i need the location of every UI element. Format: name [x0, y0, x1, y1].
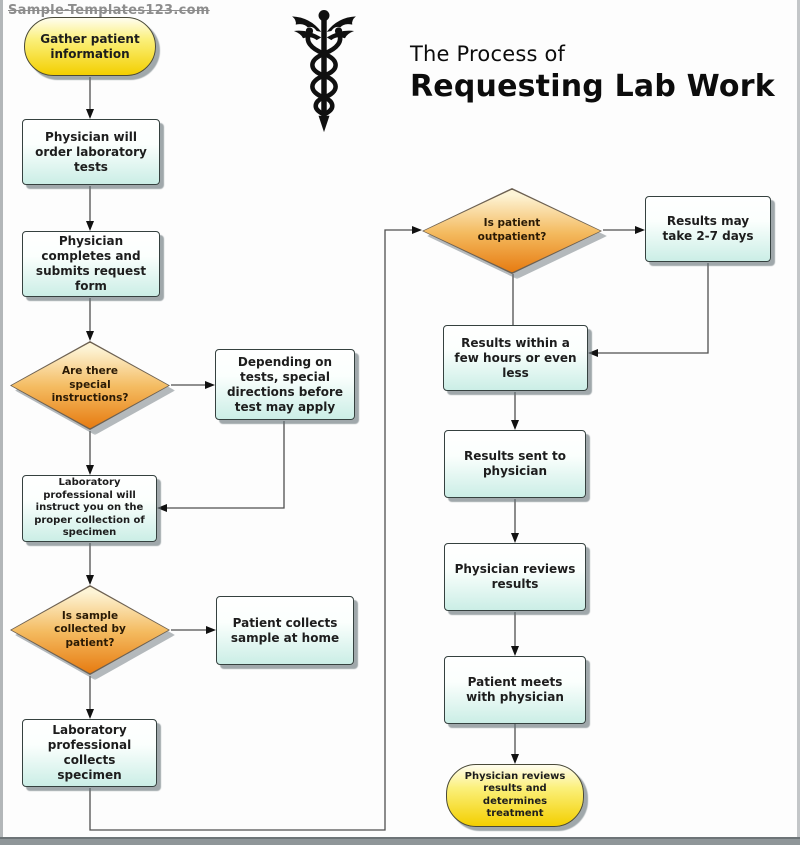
node-label: Results within a few hours or even less: [454, 335, 577, 380]
page-title: The Process of Requesting Lab Work: [410, 42, 790, 104]
node-label: Physician reviews results and determines…: [464, 770, 566, 820]
process-results-few-hours: Results within a few hours or even less: [443, 325, 588, 391]
start-terminator: Gather patient information: [24, 17, 156, 76]
decision-sample-collected: Is sample collected by patient?: [10, 585, 175, 680]
end-terminator: Physician reviews results and determines…: [446, 764, 584, 827]
node-label: Is sample collected by patient?: [54, 609, 126, 649]
node-label: Gather patient information: [40, 31, 140, 61]
process-lab-collects-specimen: Laboratory professional collects specime…: [22, 719, 157, 787]
watermark-text: Sample-Templates123.com: [8, 3, 210, 18]
node-label: Depending on tests, special directions b…: [226, 354, 344, 414]
frame-left-edge: [0, 0, 3, 845]
frame-bottom-bar: [0, 837, 800, 845]
process-physician-reviews: Physician reviews results: [444, 543, 586, 611]
process-patient-meets: Patient meets with physician: [444, 656, 586, 724]
node-label: Patient meets with physician: [466, 675, 564, 704]
process-collect-at-home: Patient collects sample at home: [216, 596, 354, 665]
node-label: Physician will order laboratory tests: [35, 129, 147, 174]
node-label: Patient collects sample at home: [230, 615, 340, 645]
frame-right-edge: [797, 0, 800, 845]
node-label: Laboratory professional will instruct yo…: [34, 477, 145, 539]
node-label: Results may take 2-7 days: [662, 214, 754, 243]
process-results-2-7-days: Results may take 2-7 days: [645, 196, 771, 262]
node-label: Physician completes and submits request …: [35, 234, 147, 293]
title-subline: The Process of: [410, 42, 566, 66]
decision-special-instructions: Are there special instructions?: [10, 341, 175, 435]
process-submit-request: Physician completes and submits request …: [22, 231, 160, 297]
process-special-directions: Depending on tests, special directions b…: [215, 349, 355, 420]
node-label: Results sent to physician: [464, 449, 566, 478]
node-label: Are there special instructions?: [51, 365, 129, 405]
node-label: Laboratory professional collects specime…: [47, 723, 132, 782]
title-mainline: Requesting Lab Work: [410, 69, 775, 104]
process-results-sent: Results sent to physician: [444, 430, 586, 498]
decision-patient-outpatient: Is patient outpatient?: [422, 188, 607, 279]
process-order-tests: Physician will order laboratory tests: [22, 119, 160, 185]
caduceus-icon: [292, 10, 356, 133]
node-label: Is patient outpatient?: [477, 217, 547, 243]
node-label: Physician reviews results: [454, 562, 576, 591]
process-collection-instructions: Laboratory professional will instruct yo…: [22, 475, 157, 542]
